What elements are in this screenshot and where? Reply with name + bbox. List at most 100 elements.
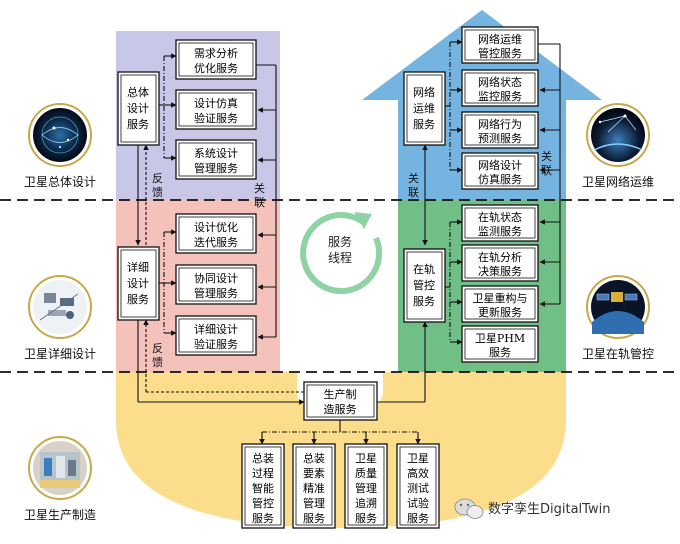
detailed-service-2: 协同设计 管理服务 [175,264,257,305]
svg-text:网络: 网络 [413,85,435,99]
svg-text:需求分析: 需求分析 [194,46,238,60]
svg-text:高效: 高效 [407,466,429,480]
overall-service-1: 需求分析 优化服务 [175,39,257,80]
svg-text:管控服务: 管控服务 [478,46,522,60]
watermark: 数字孪生DigitalTwin [454,498,610,519]
feedback-label-bottom-2: 馈 [152,356,163,369]
wechat-icon [454,498,484,519]
overall-design-illustration [28,103,92,167]
assoc-label-right-1: 关 [541,149,552,163]
svg-text:监控服务: 监控服务 [478,89,522,103]
svg-text:管理服务: 管理服务 [194,161,238,175]
phase-label-network-ops: 卫星网络运维 [582,174,654,189]
assoc-label-left-1: 关 [254,181,265,195]
svg-text:卫星: 卫星 [407,452,429,465]
service-thread-cycle: 服务 线程 [300,212,383,295]
network-service-2: 网络状态 监控服务 [461,69,539,107]
svg-text:追溯: 追溯 [355,496,377,510]
svg-text:质量: 质量 [355,467,377,480]
assoc-label-mid-1: 关 [408,171,419,185]
main-block-detailed: 详细 设计 服务 [117,246,160,321]
svg-text:要素: 要素 [303,467,325,480]
svg-text:预测服务: 预测服务 [478,132,522,145]
svg-text:决策服务: 决策服务 [478,264,522,278]
main-block-manufacture: 生产制 造服务 [303,381,378,421]
left-side-labels: 反 馈 反 馈 关 联 [152,172,265,369]
svg-text:管理: 管理 [355,481,377,495]
svg-text:详细设计: 详细设计 [194,322,238,336]
svg-text:卫星重构与: 卫星重构与 [473,291,528,305]
detailed-design-illustration [28,275,92,339]
svg-text:总装: 总装 [303,451,325,465]
svg-text:在轨: 在轨 [413,262,435,276]
svg-text:服务: 服务 [413,295,435,308]
svg-text:协同设计: 协同设计 [194,271,238,285]
svg-text:造服务: 造服务 [324,402,357,416]
overall-service-2: 设计仿真 验证服务 [175,89,257,130]
phase-label-production: 卫星生产制造 [24,508,96,522]
main-block-onorbit: 在轨 管控 服务 [403,248,446,323]
svg-text:验证服务: 验证服务 [194,111,238,125]
svg-text:智能: 智能 [252,481,274,495]
main-block-overall: 总体 设计 服务 [117,71,160,146]
svg-text:卫星PHM: 卫星PHM [475,332,525,345]
network-ops-illustration [586,103,650,167]
svg-text:在轨分析: 在轨分析 [478,250,522,264]
svg-text:仿真服务: 仿真服务 [478,172,522,186]
svg-text:优化服务: 优化服务 [194,61,238,75]
svg-text:服务: 服务 [489,346,511,359]
svg-text:迭代服务: 迭代服务 [194,236,238,249]
svg-text:设计: 设计 [127,102,149,115]
svg-text:服务: 服务 [252,512,274,525]
svg-text:管控: 管控 [413,278,435,292]
onorbit-service-4: 卫星PHM 服务 [461,325,539,363]
assoc-label-right-2: 联 [541,164,552,177]
svg-text:卫星: 卫星 [355,452,377,465]
feedback-label-top-1: 反 [152,172,163,185]
svg-text:网络状态: 网络状态 [478,75,522,89]
svg-text:在轨状态: 在轨状态 [478,210,522,224]
svg-text:设计: 设计 [127,277,149,290]
onorbit-service-2: 在轨分析 决策服务 [461,244,539,282]
detailed-service-1: 设计优化 迭代服务 [175,213,257,254]
svg-text:过程: 过程 [252,467,274,480]
network-service-3: 网络行为 预测服务 [461,111,539,149]
right-connectors [377,39,561,403]
svg-text:验证服务: 验证服务 [194,337,238,351]
main-block-network: 网络 运维 服务 [403,71,446,146]
onorbit-service-3: 卫星重构与 更新服务 [461,285,539,323]
svg-text:详细: 详细 [127,260,149,274]
phase-label-onorbit: 卫星在轨管控 [582,346,654,361]
production-service-2: 总装 要素 精准 管理 服务 [292,443,336,529]
feedback-label-bottom-1: 反 [152,342,163,355]
network-service-1: 网络运维 管控服务 [461,26,539,64]
phase-label-detailed-design: 卫星详细设计 [24,346,96,361]
svg-text:网络设计: 网络设计 [478,158,522,172]
svg-text:服务: 服务 [407,512,429,525]
svg-text:服务: 服务 [127,118,149,131]
svg-text:更新服务: 更新服务 [478,305,522,319]
onorbit-illustration [586,275,650,339]
phase-label-overall-design: 卫星总体设计 [24,175,96,189]
production-zone [116,372,566,528]
svg-text:测试: 测试 [407,482,429,495]
svg-text:生产制: 生产制 [324,387,357,401]
center-label-line2: 线程 [328,250,352,265]
network-service-4: 网络设计 仿真服务 [461,152,539,190]
left-connectors [135,53,305,405]
svg-text:网络行为: 网络行为 [478,117,522,131]
feedback-label-top-2: 馈 [152,186,163,199]
overall-service-3: 系统设计 管理服务 [175,139,257,180]
svg-text:试验: 试验 [407,496,429,510]
svg-text:精准: 精准 [303,482,325,495]
detailed-service-3: 详细设计 验证服务 [175,315,257,356]
production-service-4: 卫星 高效 测试 试验 服务 [396,443,440,529]
svg-text:管控: 管控 [252,496,274,510]
svg-text:监测服务: 监测服务 [478,225,522,238]
svg-text:总装: 总装 [252,451,274,465]
watermark-text: 数字孪生DigitalTwin [488,501,610,517]
production-illustration [28,436,92,500]
svg-text:服务: 服务 [303,512,325,525]
